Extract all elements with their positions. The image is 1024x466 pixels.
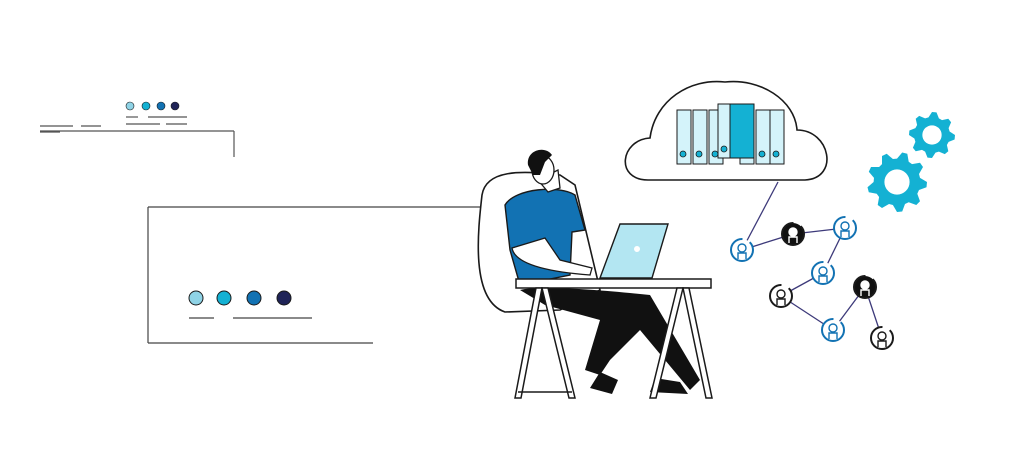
dot (188, 290, 204, 306)
user-icon[interactable] (833, 216, 857, 240)
user-icon[interactable] (821, 318, 845, 342)
user-icon[interactable] (730, 238, 754, 262)
user-icon[interactable] (781, 222, 805, 246)
dot (156, 101, 166, 111)
user-icon[interactable] (853, 275, 877, 299)
dot (216, 290, 232, 306)
binder (769, 109, 785, 165)
large-dot-row (188, 290, 292, 306)
small-dot-row (125, 101, 180, 111)
link (741, 181, 779, 251)
binder (692, 109, 708, 165)
dot (246, 290, 262, 306)
person (504, 149, 700, 394)
dot (125, 101, 135, 111)
binder (717, 103, 755, 159)
gear-icon (909, 112, 955, 158)
server-binders (676, 103, 785, 165)
network-nodes (730, 216, 894, 350)
dot (276, 290, 292, 306)
gears (867, 112, 955, 212)
desk (514, 278, 713, 399)
user-icon[interactable] (769, 284, 793, 308)
gear-icon (867, 152, 927, 212)
cloud-icon (624, 80, 828, 181)
top-panel-decoration (40, 116, 235, 157)
user-icon[interactable] (811, 261, 835, 285)
network-links (741, 181, 883, 339)
binder (676, 109, 692, 165)
main-panel-decoration (147, 206, 480, 344)
dot (170, 101, 180, 111)
binder (755, 109, 771, 165)
laptop-icon (598, 223, 669, 279)
dot (141, 101, 151, 111)
user-icon[interactable] (870, 326, 894, 350)
